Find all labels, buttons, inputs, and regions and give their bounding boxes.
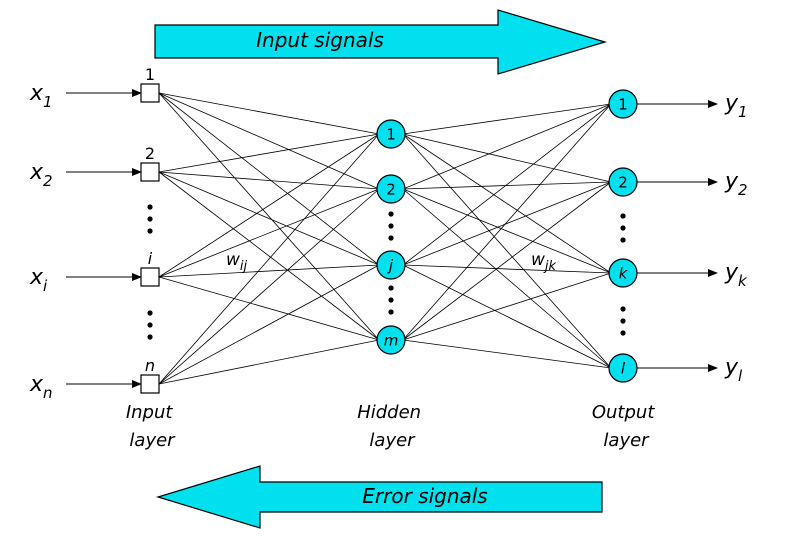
input-node-2 — [140, 267, 160, 287]
input-hidden-connections — [158, 92, 380, 385]
input-signals-arrow — [154, 9, 608, 75]
output-layer-caption: Output layer — [592, 402, 660, 451]
input-variable-0: x1 — [29, 81, 53, 111]
connection-hidden-3-output-0 — [402, 103, 612, 341]
connection-input-3-hidden-3 — [158, 339, 380, 385]
output-node-label-2: k — [619, 265, 629, 283]
connection-hidden-2-output-3 — [402, 264, 612, 369]
connection-input-2-hidden-3 — [158, 276, 380, 341]
output-variable-2: yk — [724, 260, 748, 290]
connection-hidden-0-output-3 — [402, 133, 612, 369]
input-variable-2: xi — [29, 265, 48, 295]
hidden-node-label-3: m — [384, 332, 399, 350]
output-node-2 — [608, 258, 638, 288]
hidden-layer-nodes: 1 2 j m — [376, 119, 406, 355]
input-continuation-dots — [147, 204, 153, 340]
input-node-3 — [140, 374, 160, 394]
connection-input-2-hidden-0 — [158, 133, 380, 278]
hidden-output-connections — [402, 103, 612, 369]
output-node-1 — [608, 167, 638, 197]
io-arrows — [66, 89, 718, 388]
connection-hidden-2-output-2 — [402, 264, 612, 274]
connection-hidden-1-output-2 — [402, 188, 612, 274]
connection-hidden-0-output-2 — [402, 133, 612, 274]
connection-input-1-hidden-0 — [158, 133, 380, 173]
connection-hidden-3-output-1 — [402, 181, 612, 341]
connection-hidden-2-output-0 — [402, 103, 612, 266]
input-variable-1: x2 — [29, 160, 53, 190]
hidden-node-label-2: j — [387, 257, 394, 275]
connection-input-2-hidden-2 — [158, 264, 380, 278]
connection-hidden-0-output-0 — [402, 103, 612, 135]
output-node-label-0: 1 — [618, 96, 628, 114]
connection-hidden-1-output-0 — [402, 103, 612, 190]
input-layer-caption: Input layer — [126, 402, 178, 451]
output-node-3 — [608, 353, 638, 383]
input-node-label-1: 2 — [145, 144, 155, 163]
input-node-label-0: 1 — [145, 65, 155, 84]
input-signals-label: Input signals — [256, 28, 384, 52]
io-labels: x1 x2 xi xn y1 y2 yk yl — [29, 81, 748, 402]
output-variable-1: y2 — [724, 169, 748, 199]
connection-input-1-hidden-1 — [158, 171, 380, 190]
input-node-1 — [140, 162, 160, 182]
connection-hidden-1-output-1 — [402, 181, 612, 190]
connection-hidden-2-output-1 — [402, 181, 612, 266]
hidden-node-label-1: 2 — [386, 181, 396, 199]
output-variable-0: y1 — [724, 91, 748, 121]
connection-input-0-hidden-1 — [158, 92, 380, 190]
weight-wjk-label: wjk — [531, 250, 557, 274]
connection-input-0-hidden-3 — [158, 92, 380, 341]
hidden-node-1 — [376, 174, 406, 204]
hidden-layer-caption: Hidden layer — [357, 402, 427, 451]
connection-input-3-hidden-1 — [158, 188, 380, 385]
input-node-label-2: i — [148, 249, 153, 268]
output-node-label-1: 2 — [618, 174, 628, 192]
input-layer-nodes: 1 2 i n — [140, 65, 160, 394]
output-node-label-3: l — [621, 360, 626, 378]
connection-input-3-hidden-2 — [158, 264, 380, 385]
connection-input-2-hidden-1 — [158, 188, 380, 278]
connection-hidden-3-output-2 — [402, 272, 612, 341]
output-variable-3: yl — [724, 355, 743, 385]
connection-hidden-1-output-3 — [402, 188, 612, 369]
error-signals-label: Error signals — [362, 484, 487, 508]
output-layer-nodes: 1 2 k l — [608, 89, 638, 383]
connection-hidden-3-output-3 — [402, 339, 612, 369]
hidden-node-label-0: 1 — [386, 126, 396, 144]
connection-input-1-hidden-3 — [158, 171, 380, 341]
hidden-node-3 — [376, 325, 406, 355]
connection-input-0-hidden-2 — [158, 92, 380, 266]
hidden-continuation-dots — [388, 211, 394, 315]
connection-hidden-0-output-1 — [402, 133, 612, 183]
connection-input-3-hidden-0 — [158, 133, 380, 385]
hidden-node-2 — [376, 250, 406, 280]
input-node-0 — [140, 83, 160, 103]
output-node-0 — [608, 89, 638, 119]
connection-input-1-hidden-2 — [158, 171, 380, 266]
error-signals-arrow — [155, 465, 603, 529]
connection-input-0-hidden-0 — [158, 92, 380, 135]
weight-wij-label: wij — [226, 250, 248, 274]
input-variable-3: xn — [29, 372, 53, 402]
input-node-label-3: n — [145, 356, 155, 375]
output-continuation-dots — [620, 213, 626, 336]
hidden-node-0 — [376, 119, 406, 149]
